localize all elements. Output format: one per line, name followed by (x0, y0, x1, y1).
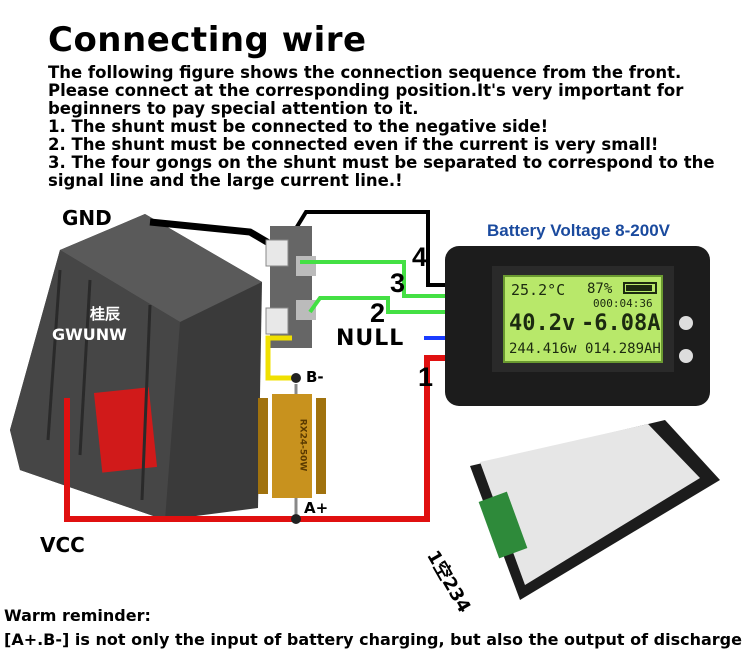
reminder-heading: Warm reminder: (4, 606, 151, 625)
meter-title: Battery Voltage 8-200V (487, 221, 670, 240)
current-readout: -6.08A (581, 311, 661, 336)
null-label: NULL (336, 326, 405, 351)
wire-number-2: 2 (370, 298, 386, 328)
power-readout: 244.416w (509, 341, 577, 357)
resistor-marking: RX24-50W (297, 418, 308, 472)
timer-readout: 000:04:36 (593, 297, 653, 310)
battery-fill (626, 285, 652, 291)
wire-1-red (64, 355, 445, 522)
vcc-label: VCC (40, 533, 85, 557)
a-plus-label: A+ (304, 499, 329, 517)
wire-4-black (282, 210, 445, 287)
resistor (258, 384, 326, 514)
voltage-readout: 40.2v (509, 311, 576, 336)
rule-2: 2. The shunt must be connected even if t… (48, 135, 659, 154)
wire-2-green (308, 296, 445, 314)
battery-icon (623, 282, 657, 294)
lcd-screen: 25.2°C 87% 000:04:36 40.2v -6.08A 244.41… (503, 275, 663, 363)
wire-number-4: 4 (412, 242, 428, 272)
rule-1: 1. The shunt must be connected to the ne… (48, 117, 549, 136)
intro-text: The following figure shows the connectio… (48, 63, 684, 118)
rule-3: 3. The four gongs on the shunt must be s… (48, 153, 715, 190)
wire-3-green (300, 260, 445, 298)
wire-yellow (265, 335, 296, 381)
capacity-readout: 014.289AH (585, 341, 661, 357)
a-plus-terminal (291, 514, 301, 524)
wire-number-3: 3 (390, 268, 406, 298)
reminder-text: [A+.B-] is not only the input of battery… (4, 630, 742, 649)
page-title: Connecting wire (48, 20, 367, 60)
meter-back (470, 420, 720, 600)
battery-image (10, 214, 262, 520)
b-minus-label: B- (306, 368, 324, 386)
battery-percent-readout: 87% (587, 281, 613, 297)
temperature-readout: 25.2°C (511, 281, 566, 299)
instructions: The following figure shows the connectio… (48, 64, 738, 190)
battery-brand-cn: 桂辰 (90, 305, 121, 323)
wire-number-1: 1 (418, 362, 434, 392)
warm-reminder: Warm reminder: [A+.B-] is not only the i… (4, 604, 742, 652)
shunt (265, 226, 316, 348)
gnd-label: GND (62, 206, 112, 230)
battery-brand: GWUNW (52, 325, 127, 344)
b-minus-terminal (291, 373, 301, 383)
